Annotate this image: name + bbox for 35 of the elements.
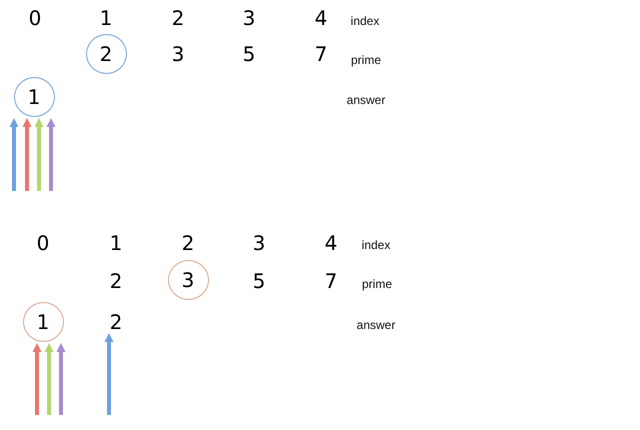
arrow [46,118,56,191]
index-number: 3 [252,233,266,253]
index-number: 0 [28,8,42,28]
prime-number: 5 [242,44,256,64]
arrow [22,118,32,191]
arrow [10,118,18,191]
row-label: answer [346,94,386,106]
arrow [104,333,114,415]
row-label: prime [351,54,381,66]
prime-number: 5 [252,271,266,291]
arrow [32,343,42,415]
circled-number: 1 [14,77,54,117]
prime-number: 7 [314,44,328,64]
circled-number: 2 [86,34,126,74]
index-number: 4 [314,8,328,28]
circled-number: 3 [168,260,208,300]
circled-number: 1 [22,302,64,342]
index-number: 1 [110,233,122,253]
arrow [44,343,54,415]
prime-number: 3 [172,44,184,64]
index-number: 2 [182,233,194,253]
answer-number: 2 [110,312,122,332]
prime-number: 7 [324,271,338,291]
index-number: 3 [242,8,256,28]
index-number: 0 [36,233,50,253]
row-label: index [350,15,380,27]
arrow [34,118,44,191]
row-label: index [362,239,390,251]
arrow [56,343,66,415]
index-number: 1 [100,8,112,28]
prime-number: 2 [110,271,122,291]
index-number: 2 [172,8,184,28]
row-label: answer [356,319,396,331]
row-label: prime [362,278,392,290]
index-number: 4 [324,233,338,253]
